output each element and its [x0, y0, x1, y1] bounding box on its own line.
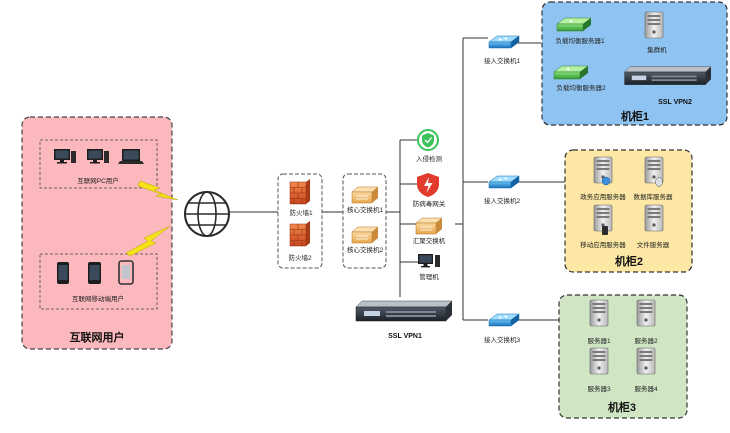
cabinet-3: 服务器1 服务器2 服务器3 服务器4 机柜3: [558, 294, 688, 419]
ssl-vpn1-label: SSL VPN1: [388, 333, 422, 340]
cabinet-1: 负载均衡服务器1 负载均衡服务器2 集群机 SSL VPN2 机柜1: [541, 1, 728, 126]
tablet-icon: [118, 260, 134, 285]
cabinet-2-server-3-label: 移动应用服务器: [580, 240, 626, 249]
switch-icon: [488, 35, 520, 49]
cabinet-3-server-1-label: 服务器1: [587, 336, 611, 345]
switch-icon: [488, 313, 520, 327]
server-icon: [589, 347, 609, 375]
lightning-icon: [137, 180, 179, 201]
pc-users-group: [39, 139, 158, 189]
lightning-icon: [125, 225, 171, 257]
cabinet-2: 政务应用服务器 数据库服务器 移动应用服务器 文件服务器 机柜2: [564, 149, 693, 273]
server-icon: [636, 299, 656, 327]
agg-switch-label: 汇聚交换机: [413, 236, 446, 245]
cabinet-3-server-2-label: 服务器2: [634, 336, 658, 345]
core-switch-icon: [351, 226, 379, 244]
access-switch-1-label: 接入交换机1: [484, 56, 521, 65]
internet-users-title: 互联网用户: [70, 330, 125, 344]
server-icon: [644, 204, 664, 232]
aggregation-switch-icon: [415, 217, 443, 235]
cabinet-2-title: 机柜2: [615, 254, 643, 268]
cabinet-2-server-2-label: 数据库服务器: [634, 192, 674, 201]
cabinet-3-server-4-label: 服务器4: [634, 384, 658, 393]
ssl-vpn2-label: SSL VPN2: [658, 99, 692, 106]
server-icon: [644, 11, 664, 39]
av-gateway-label: 防病毒网关: [413, 199, 446, 208]
core-switch-group: 核心交换机1 核心交换机2: [342, 173, 387, 269]
mgmt-label: 管理机: [419, 272, 439, 281]
desktop-pc-icon: [54, 149, 76, 164]
server-icon: [636, 347, 656, 375]
mobile-users-label: 互联网移动端用户: [72, 294, 124, 303]
laptop-icon: [118, 149, 144, 164]
lb2-label: 负载均衡服务器2: [556, 83, 606, 92]
cluster-label: 集群机: [647, 45, 667, 54]
mobile-users-group: [39, 253, 158, 310]
pc-users-label: 互联网PC用户: [77, 176, 119, 185]
firewall-icon: [289, 220, 311, 247]
cabinet-3-server-3-label: 服务器3: [587, 384, 611, 393]
firewall-1-label: 防火墙1: [289, 208, 313, 217]
phone-icon: [88, 262, 101, 284]
switch-icon: [488, 175, 520, 189]
access-switch-2-label: 接入交换机2: [484, 196, 521, 205]
cabinet-2-server-4-label: 文件服务器: [637, 240, 670, 249]
core-switch-2-label: 核心交换机2: [347, 245, 384, 254]
internet-users-area: 互联网PC用户 互联网移动端用户 互联网用户: [21, 116, 173, 350]
core-switch-1-label: 核心交换机1: [347, 205, 384, 214]
shield-check-icon: [417, 129, 439, 151]
access-switch-3-label: 接入交换机3: [484, 335, 521, 344]
connection-lines: [229, 37, 565, 321]
core-switch-icon: [351, 186, 379, 204]
desktop-pc-icon: [87, 149, 109, 164]
globe-badge-icon: [601, 176, 611, 186]
lb1-label: 负载均衡服务器1: [555, 36, 605, 45]
shield-alert-icon: [417, 173, 439, 197]
cabinet-3-title: 机柜3: [608, 400, 636, 414]
server-icon: [589, 299, 609, 327]
security-column: 入侵检测 防病毒网关 汇聚交换机 管理机: [413, 129, 446, 281]
ids-label: 入侵检测: [416, 154, 443, 163]
cabinet-2-server-1-label: 政务应用服务器: [580, 192, 626, 201]
management-pc-icon: [418, 254, 440, 268]
cabinet-1-title: 机柜1: [621, 109, 649, 123]
ssl-vpn2-device: [624, 66, 712, 86]
ssl-vpn1-device: [355, 300, 453, 322]
mobile-badge-icon: [602, 226, 608, 235]
database-badge-icon: [655, 177, 663, 187]
firewall-icon: [289, 178, 311, 205]
globe-icon: [184, 191, 230, 237]
phone-icon: [57, 262, 69, 284]
firewall-group: 防火墙1 防火墙2: [277, 173, 323, 269]
firewall-2-label: 防火墙2: [288, 253, 312, 262]
